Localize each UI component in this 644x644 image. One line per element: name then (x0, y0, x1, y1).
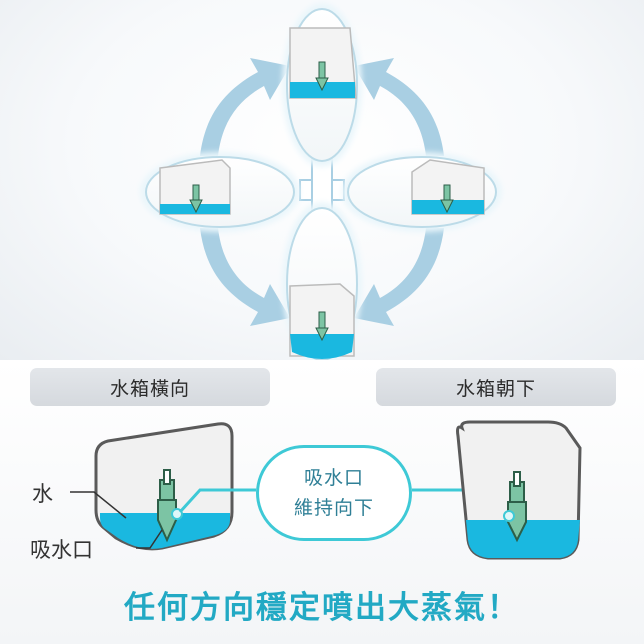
horizontal-tank (94, 422, 234, 551)
tank-orientation-top (282, 3, 362, 167)
orientation-illustration (140, 3, 502, 360)
rotation-arrows (200, 58, 444, 326)
label-horizontal-tank: 水箱橫向 (30, 368, 270, 406)
label-intake: 吸水口 (30, 538, 93, 562)
label-downward-tank: 水箱朝下 (376, 368, 616, 406)
intake-callout: 吸水口 維持向下 (256, 445, 412, 541)
tank-orientation-left (140, 152, 300, 232)
tank-orientation-right (342, 152, 502, 232)
callout-line-2: 維持向下 (293, 497, 374, 519)
downward-tank (456, 420, 582, 560)
label-water: 水 (32, 482, 53, 506)
tagline: 任何方向穩定噴出大蒸氣！ (124, 590, 520, 626)
leader-lines (70, 491, 163, 549)
callout-line-1: 吸水口 (303, 467, 364, 489)
tank-orientation-bottom (282, 202, 362, 360)
